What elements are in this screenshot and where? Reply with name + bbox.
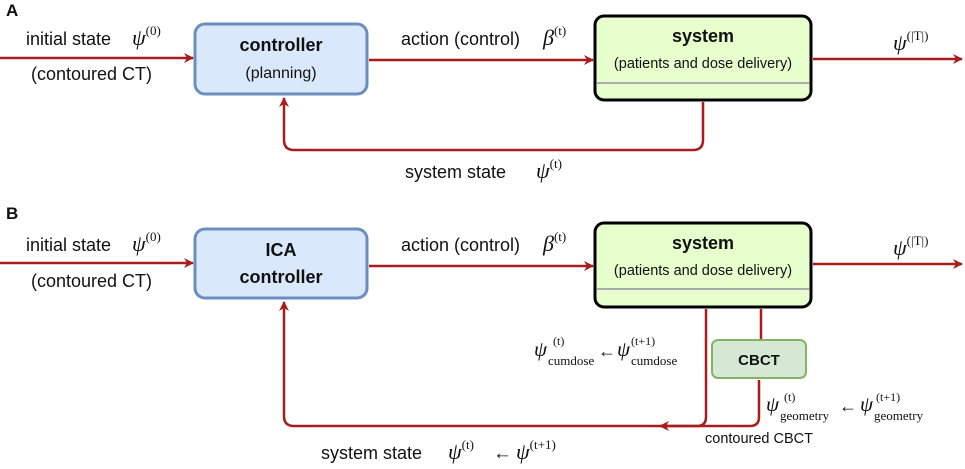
geometry-update-rhs-sup: (t+1) <box>876 390 900 404</box>
cumdose-update-rhs: ψ <box>617 337 631 361</box>
cumdose-update-rhs-sup: (t+1) <box>631 334 655 348</box>
panel-b-letter: B <box>6 204 18 223</box>
panel-a-letter: A <box>6 1 18 20</box>
cbct-label: CBCT <box>738 352 780 369</box>
cbct-output-path <box>659 380 761 431</box>
system-state-math-b: ψ(t) <box>448 437 474 464</box>
controller-title: controller <box>239 35 322 55</box>
system-subtitle: (patients and dose delivery) <box>614 56 792 72</box>
geometry-update-rhs-sub: geometry <box>874 408 924 423</box>
action-label: action (control) <box>401 29 520 49</box>
initial-state-label-b: initial state <box>26 235 111 255</box>
action-label-b: action (control) <box>401 235 520 255</box>
action-math: β(t) <box>542 23 566 50</box>
panel-a: A initial state ψ(0) (contoured CT) cont… <box>0 1 963 183</box>
controller-box <box>193 22 369 96</box>
initial-state-sublabel-b: (contoured CT) <box>31 271 152 291</box>
cumdose-update-arrow: ← <box>598 341 616 361</box>
geometry-update-rhs: ψ <box>860 392 874 416</box>
cumdose-update-lhs-sup: (t) <box>553 334 564 348</box>
system-box-b <box>593 221 813 309</box>
cbct-box <box>711 339 807 379</box>
initial-state-math: ψ(0) <box>132 23 161 50</box>
system-state-next-math-b: ψ(t+1) <box>516 437 556 464</box>
output-math: ψ(|T|) <box>893 28 928 55</box>
system-state-arrow-b: ← <box>493 443 512 464</box>
contoured-cbct-caption: contoured CBCT <box>705 431 813 447</box>
action-math-b: β(t) <box>542 229 566 256</box>
system-state-label: system state <box>405 162 506 182</box>
feedback-loop-arrow-b <box>279 301 708 428</box>
ica-controller-line2: controller <box>239 267 322 287</box>
system-subtitle-b: (patients and dose delivery) <box>614 263 792 279</box>
initial-state-label: initial state <box>26 29 111 49</box>
geometry-update-lhs-sup: (t) <box>784 390 795 404</box>
system-state-math: ψ(t) <box>536 156 562 183</box>
geometry-update-arrow: ← <box>839 396 857 416</box>
system-title-b: system <box>672 233 734 253</box>
ica-controller-line1: ICA <box>266 240 297 260</box>
initial-state-sublabel: (contoured CT) <box>31 64 152 84</box>
output-math-b: ψ(|T|) <box>893 233 928 260</box>
controller-subtitle: (planning) <box>245 65 316 82</box>
cumdose-update-lhs: ψ <box>534 337 548 361</box>
initial-state-math-b: ψ(0) <box>132 229 161 256</box>
feedback-loop-arrow <box>279 97 705 152</box>
cumdose-update-rhs-sub: cumdose <box>631 353 677 368</box>
system-state-label-b: system state <box>321 443 422 463</box>
geometry-update-lhs-sub: geometry <box>780 408 830 423</box>
panel-b: B initial state ψ(0) (contoured CT) ICA … <box>0 204 963 464</box>
system-box <box>593 14 813 102</box>
system-title: system <box>672 26 734 46</box>
geometry-update-lhs: ψ <box>766 392 780 416</box>
cumdose-update-lhs-sub: cumdose <box>548 353 594 368</box>
ica-controller-box <box>193 227 369 300</box>
